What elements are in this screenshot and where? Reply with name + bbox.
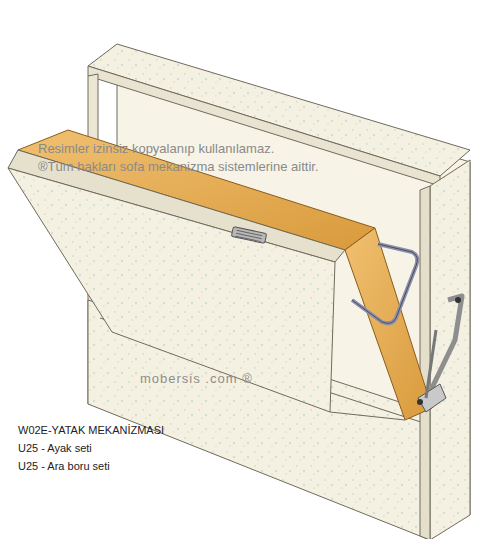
- mechanism: [352, 244, 462, 412]
- part-name: U25 - Ayak seti: [18, 442, 92, 454]
- watermark: mobersis .com ®: [140, 371, 253, 386]
- copyright-note: Resimler izinsiz kopyalanıp kullanılamaz…: [38, 141, 274, 156]
- part-name: U25 - Ara boru seti: [18, 460, 110, 472]
- bed-panel: [8, 130, 432, 420]
- rights-note: ®Tüm hakları sofa mekanizma sistemlerine…: [38, 159, 319, 174]
- product-code: W02E-YATAK MEKANİZMASI: [18, 424, 164, 436]
